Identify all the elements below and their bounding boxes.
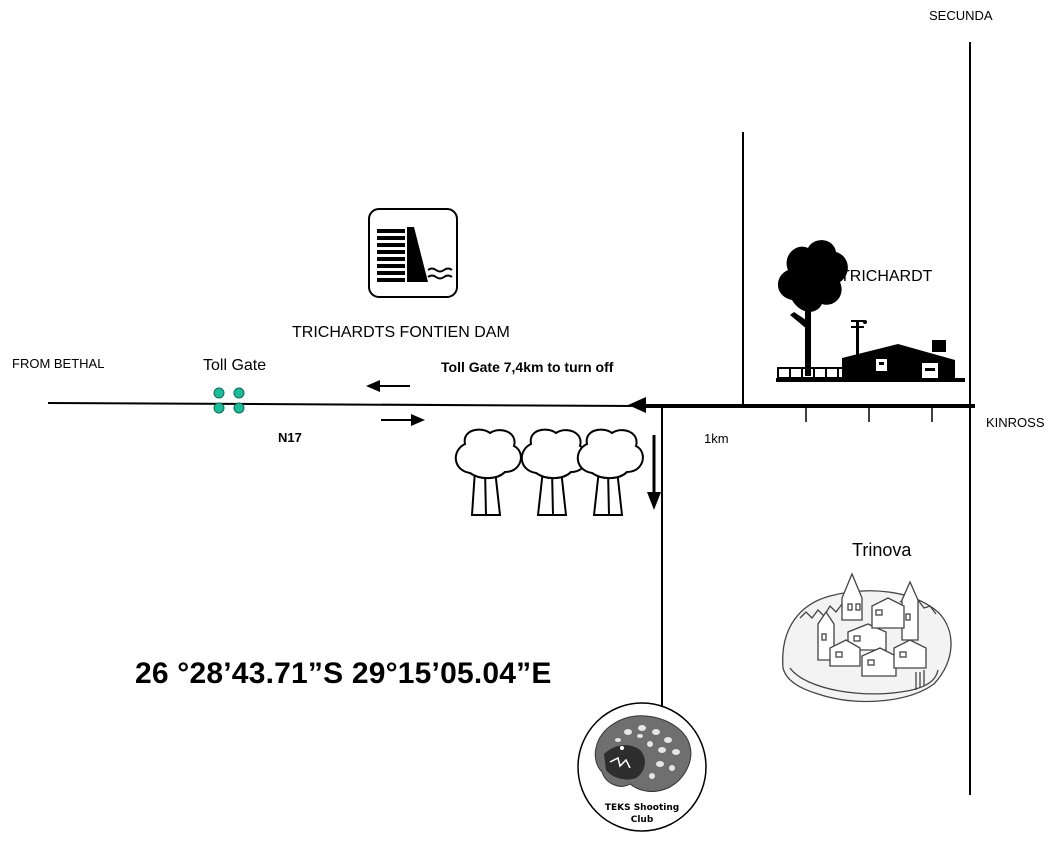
trinova-label: Trinova — [852, 540, 912, 560]
tree-3 — [576, 428, 644, 516]
town-icon — [776, 240, 965, 382]
castle-town-icon — [782, 572, 952, 703]
ground-line — [776, 378, 965, 382]
tree-2 — [520, 428, 588, 516]
club-name: TEKS Shooting Club — [597, 802, 687, 826]
n17-road — [47, 402, 641, 407]
toll-distance-note: Toll Gate 7,4km to turn off — [441, 359, 614, 375]
roads — [47, 42, 975, 795]
direction-arrows — [366, 380, 661, 510]
leopard-logo-icon — [594, 715, 692, 792]
big-tree — [777, 240, 848, 376]
trees-icon — [454, 428, 644, 516]
turnoff-arrow-left-icon — [628, 397, 646, 413]
turnoff-arrow-down-icon — [647, 435, 661, 510]
club-logo — [577, 702, 707, 832]
secunda-label: SECUNDA — [929, 8, 993, 23]
tree-1 — [454, 428, 522, 516]
kinross-label: KINROSS — [986, 415, 1045, 430]
from-bethal-label: FROM BETHAL — [12, 356, 105, 371]
toll-gate-label: Toll Gate — [203, 357, 267, 374]
arrow-right-icon — [381, 414, 425, 426]
distance-label: 1km — [704, 431, 729, 446]
dam-name-label: TRICHARDTS FONTIEN DAM — [292, 324, 510, 341]
arrow-left-icon — [366, 380, 410, 392]
trichardt-label: TRICHARDT — [840, 268, 933, 285]
road-number-label: N17 — [278, 430, 302, 445]
club-name-line-2: Club — [630, 815, 654, 825]
house — [842, 320, 955, 380]
gps-coordinates: 26 °28’43.71”S 29°15’05.04”E — [135, 657, 552, 690]
dam-icon — [368, 208, 458, 298]
toll-gate-icon — [213, 387, 245, 414]
club-name-line-1: TEKS Shooting — [604, 803, 680, 813]
